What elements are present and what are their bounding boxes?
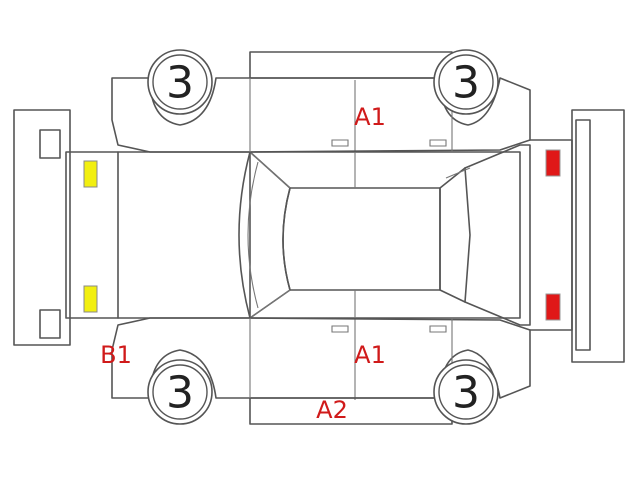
front-bumper xyxy=(13,109,71,346)
car-body xyxy=(65,80,573,400)
front-light-top xyxy=(83,160,98,188)
wheel-front-right-grade: 3 xyxy=(166,368,194,419)
damage-label-front-bumper: B1 xyxy=(100,341,132,369)
wheel-front-right: 3 xyxy=(147,359,213,425)
damage-label-top-door: A1 xyxy=(354,103,386,131)
rear-bumper xyxy=(571,109,625,363)
wheel-rear-right: 3 xyxy=(433,359,499,425)
wheel-front-left-grade: 3 xyxy=(166,58,194,109)
wheel-front-left: 3 xyxy=(147,49,213,115)
rear-light-bottom xyxy=(545,293,561,321)
damage-label-bottom-sill: A2 xyxy=(316,396,348,424)
wheel-rear-right-grade: 3 xyxy=(452,368,480,419)
front-light-bottom xyxy=(83,285,98,313)
rear-light-top xyxy=(545,149,561,177)
wheel-rear-left-grade: 3 xyxy=(452,58,480,109)
wheel-rear-left: 3 xyxy=(433,49,499,115)
damage-label-bottom-door: A1 xyxy=(354,341,386,369)
